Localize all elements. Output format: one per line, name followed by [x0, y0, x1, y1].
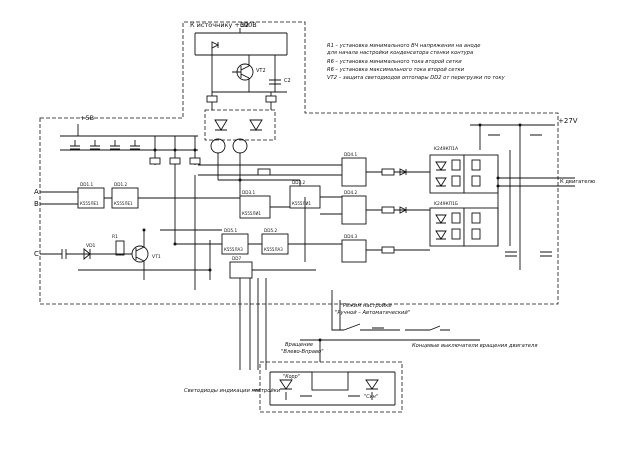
note-5: VT2 – защита светодиодов оптопары DD2 от… [327, 75, 506, 81]
led-panel-internals: "Корр" "Син" [269, 371, 396, 406]
chip-dd4-3: DD4.3 [341, 234, 367, 263]
r-top-2 [265, 95, 277, 103]
svg-text:К555ЛИ1: К555ЛИ1 [292, 201, 311, 206]
input-c-label: C [34, 250, 39, 258]
junction-dots [142, 123, 522, 342]
chip-dd7: DD7 [229, 256, 253, 279]
rotation-label-2: "Влево-Вправо" [281, 349, 324, 355]
opto-transistor-1 [210, 138, 226, 154]
opto-transistor-2 [232, 138, 248, 154]
sin-label: "Син" [364, 394, 378, 400]
svg-text:DD1.1: DD1.1 [80, 182, 93, 187]
c2-label: C2 [284, 78, 291, 84]
svg-text:DD1.2: DD1.2 [114, 182, 127, 187]
mode-label: Режим настройки [343, 303, 392, 309]
svg-text:К555ЛА3: К555ЛА3 [224, 247, 243, 252]
opto-relay-3: K249КП1Б [429, 201, 465, 247]
note-3: R6 – установка минимального тока второй … [327, 59, 462, 65]
svg-text:DD4.1: DD4.1 [344, 152, 357, 157]
mode-label-2: "Ручной – Автоматический" [335, 310, 410, 316]
opto-relay-4 [463, 207, 499, 247]
rotation-label: Вращение [285, 342, 313, 348]
q2-label: VT2 [256, 68, 266, 74]
note-4: R6 – установка максимального тока второй… [327, 67, 465, 73]
svg-text:DD4.3: DD4.3 [344, 234, 357, 239]
svg-text:VD1: VD1 [86, 243, 96, 249]
svg-text:К555ЛА3: К555ЛА3 [264, 247, 283, 252]
chip-dd4-1: DD4.1 [341, 152, 367, 187]
opto-relay-1: K249КП1А [429, 146, 465, 194]
svg-text:K249КП1Б: K249КП1Б [434, 201, 458, 207]
svg-text:DD5.2: DD5.2 [264, 228, 277, 233]
motor-label: К двигателю [560, 179, 596, 185]
notes-block: R1 – установка минимального ВЧ напряжени… [326, 43, 506, 81]
limit-switch-label: Концевые выключатели вращения двигателя [412, 343, 537, 349]
svg-text:DD7: DD7 [232, 256, 241, 261]
svg-text:К555ЛИ1: К555ЛИ1 [242, 211, 261, 216]
input-b-label: B [34, 200, 39, 208]
korr-label: "Корр" [283, 374, 300, 380]
chip-dd1-2: DD1.2 К555ЛЕ1 [111, 182, 139, 209]
leds-label: Светодиоды индикации настройки [184, 388, 281, 394]
svg-text:DD4.2: DD4.2 [344, 190, 357, 195]
chip-dd4-2: DD4.2 [341, 190, 367, 225]
note-2: для начала настройки конденсатора стенки… [326, 50, 473, 56]
opto-relay-2 [463, 154, 499, 194]
svg-text:К555ЛЕ1: К555ЛЕ1 [114, 201, 133, 206]
note-1: R1 – установка минимального ВЧ напряжени… [327, 43, 480, 49]
svg-text:R1: R1 [112, 234, 118, 240]
svg-text:K249КП1А: K249КП1А [434, 146, 459, 152]
input-a-label: A [34, 188, 39, 196]
source-node-label: G2 [240, 21, 249, 29]
plus27-label: +27V [558, 117, 578, 125]
capacitor-row [60, 136, 201, 165]
svg-text:DD3.1: DD3.1 [242, 190, 255, 195]
supply-subblock: К источнику +390В G2 VT2 C2 [190, 21, 291, 180]
source-label: К источнику +390В [190, 21, 257, 29]
board-outline [39, 21, 559, 305]
svg-text:К555ЛЕ1: К555ЛЕ1 [80, 201, 99, 206]
svg-text:DD3.2: DD3.2 [292, 180, 305, 185]
plus5-label: +5В [80, 114, 94, 122]
chip-dd5-1: DD5.1 К555ЛА3 [221, 228, 249, 255]
opto-block-top [204, 109, 276, 141]
input-c-section: VD1 R1 VT1 [61, 229, 222, 280]
svg-text:VT1: VT1 [152, 254, 161, 260]
svg-text:DD5.1: DD5.1 [224, 228, 237, 233]
q1-transistor [131, 245, 149, 263]
r-top-1 [206, 95, 218, 103]
chip-dd5-2: DD5.2 К555ЛА3 [261, 228, 289, 255]
chip-dd3-1: DD3.1 К555ЛИ1 [239, 190, 271, 219]
chip-dd1-1: DD1.1 К555ЛЕ1 [77, 182, 105, 209]
